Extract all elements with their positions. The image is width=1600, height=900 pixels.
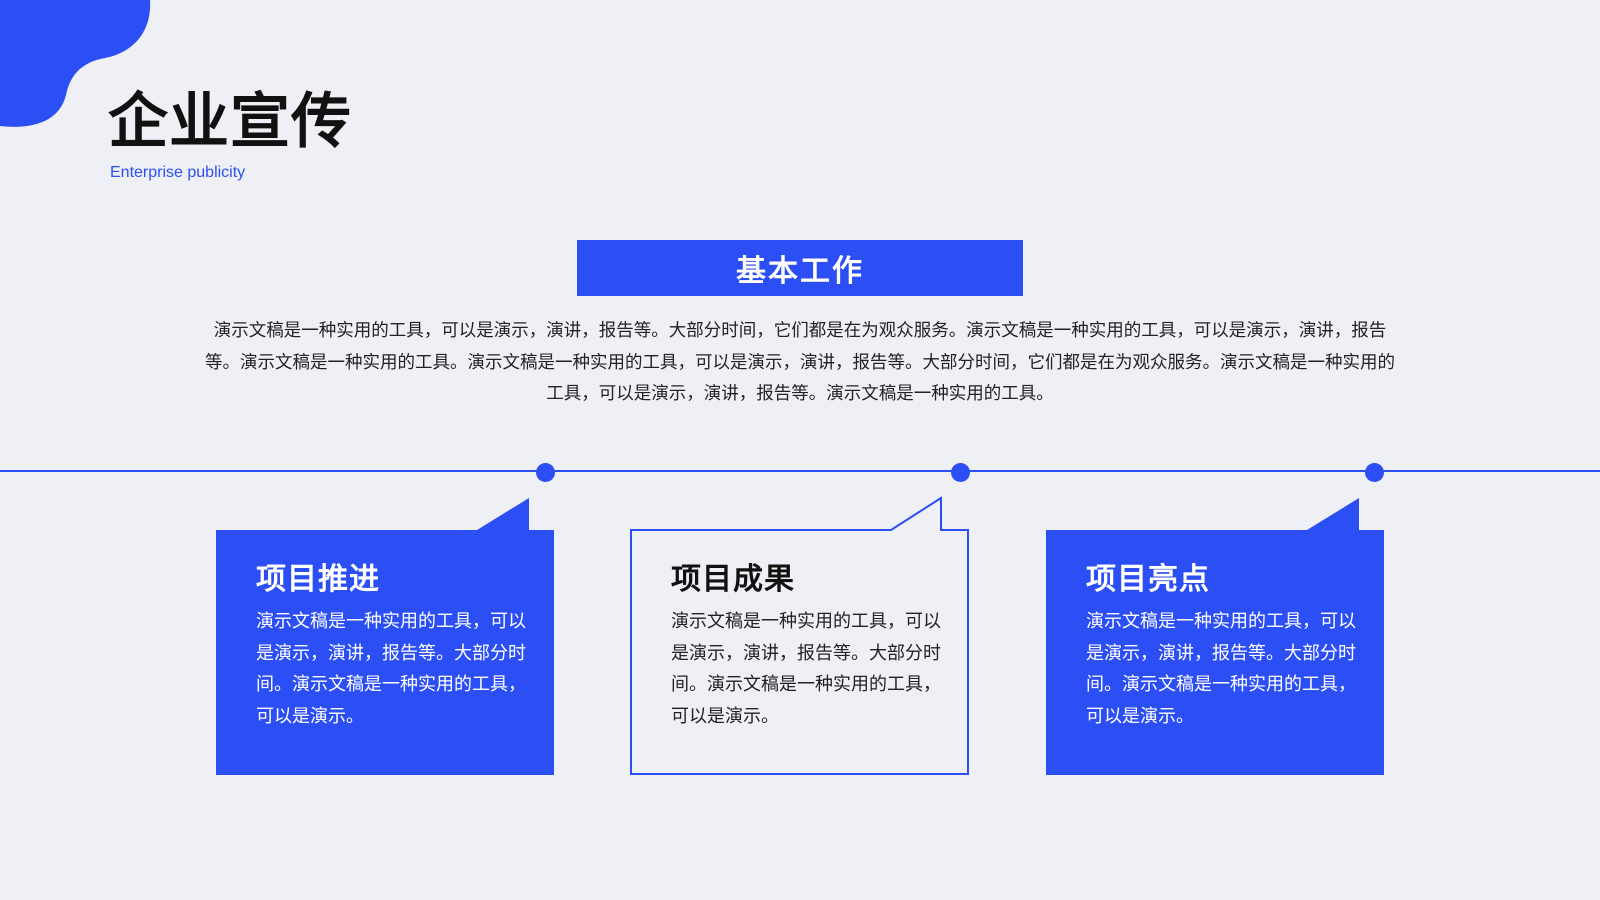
timeline-line bbox=[0, 470, 1600, 472]
card-body: 演示文稿是一种实用的工具，可以是演示，演讲，报告等。大部分时间。演示文稿是一种实… bbox=[1086, 611, 1356, 727]
card-shape-3 bbox=[1046, 498, 1384, 775]
page-title: 企业宣传 bbox=[108, 87, 352, 157]
card-project-results: 项目成果 演示文稿是一种实用的工具，可以是演示，演讲，报告等。大部分时间。演示文… bbox=[671, 562, 946, 732]
card-title: 项目成果 bbox=[671, 562, 795, 597]
card-project-progress: 项目推进 演示文稿是一种实用的工具，可以是演示，演讲，报告等。大部分时间。演示文… bbox=[256, 562, 531, 732]
timeline-dot-1 bbox=[536, 463, 555, 482]
card-body: 演示文稿是一种实用的工具，可以是演示，演讲，报告等。大部分时间。演示文稿是一种实… bbox=[256, 611, 526, 727]
card-body: 演示文稿是一种实用的工具，可以是演示，演讲，报告等。大部分时间。演示文稿是一种实… bbox=[671, 611, 941, 727]
card-title: 项目推进 bbox=[256, 562, 380, 597]
timeline-dot-3 bbox=[1365, 463, 1384, 482]
section-header: 基本工作 bbox=[577, 240, 1023, 296]
card-shape-1 bbox=[216, 498, 554, 775]
section-description: 演示文稿是一种实用的工具，可以是演示，演讲，报告等。大部分时间，它们都是在为观众… bbox=[205, 321, 1395, 404]
card-title: 项目亮点 bbox=[1086, 562, 1210, 597]
page-subtitle: Enterprise publicity bbox=[110, 164, 246, 181]
card-project-highlights: 项目亮点 演示文稿是一种实用的工具，可以是演示，演讲，报告等。大部分时间。演示文… bbox=[1086, 562, 1361, 732]
card-shape-2 bbox=[630, 496, 969, 775]
timeline-dot-2 bbox=[951, 463, 970, 482]
decorative-blob bbox=[0, 0, 151, 127]
